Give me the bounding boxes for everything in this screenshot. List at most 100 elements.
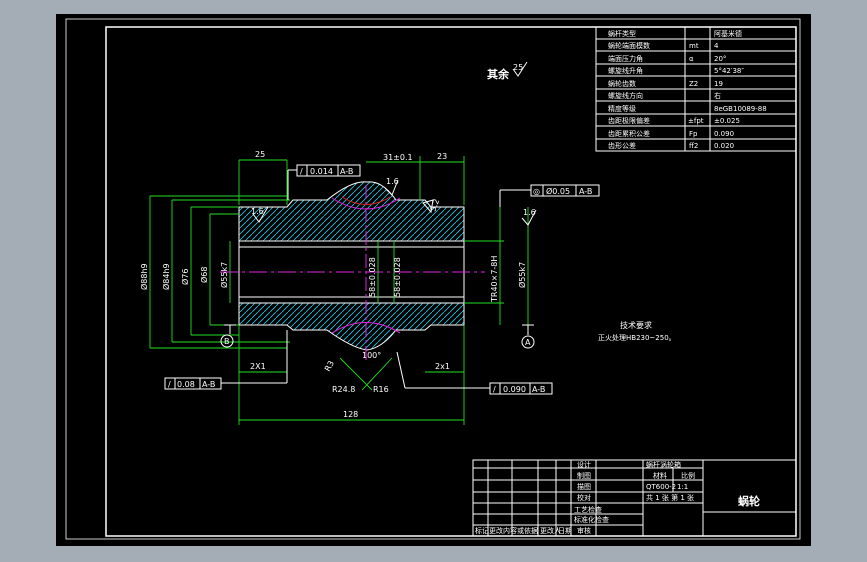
rev-header-1: 更改内容或依据 bbox=[489, 526, 538, 535]
roughness-symbols bbox=[252, 179, 537, 226]
spec-symbol-2: α bbox=[689, 55, 694, 63]
tol-1-datum: A-B bbox=[340, 167, 353, 176]
spec-name-4: 蜗轮齿数 bbox=[608, 79, 636, 88]
dim-dia84: Ø84h9 bbox=[161, 263, 171, 290]
spec-name-2: 端面压力角 bbox=[608, 54, 643, 63]
spec-value-2: 20° bbox=[714, 55, 726, 63]
tol-4-value: 0.090 bbox=[503, 385, 526, 394]
spec-value-6: 8eGB10089-88 bbox=[714, 105, 767, 113]
dim-58: 58±0.028 bbox=[368, 257, 377, 297]
dim-r248: R24.8 bbox=[332, 385, 355, 394]
dim-r16: R16 bbox=[373, 385, 389, 394]
tol-2-symbol: ◎ bbox=[533, 187, 540, 196]
tol-3-datum: A-B bbox=[202, 380, 215, 389]
dim-25: 25 bbox=[255, 150, 265, 159]
roughness-1-6-b: 1.6 bbox=[386, 177, 399, 186]
dim-31: 31±0.1 bbox=[383, 153, 413, 162]
material-label: 材料 bbox=[653, 471, 667, 480]
dim-dia55-left: Ø55k7 bbox=[219, 262, 229, 288]
spec-name-8: 齿距累积公差 bbox=[608, 129, 650, 138]
spec-symbol-7: ±fpt bbox=[688, 117, 704, 125]
dim-128: 128 bbox=[343, 410, 358, 419]
spec-value-8: 0.090 bbox=[714, 130, 734, 138]
dim-2x1-right: 2x1 bbox=[435, 362, 450, 371]
spec-symbol-4: Z2 bbox=[689, 80, 698, 88]
tol-4-datum: A-B bbox=[532, 385, 545, 394]
dim-58-b: 58±0.028 bbox=[393, 257, 402, 297]
spec-value-9: 0.020 bbox=[714, 142, 734, 150]
outer-frame bbox=[65, 18, 801, 540]
spec-value-3: 5°42′38″ bbox=[714, 67, 744, 75]
role-3: 校对 bbox=[577, 493, 591, 502]
inner-frame bbox=[105, 26, 797, 537]
datum-a: A bbox=[521, 324, 535, 349]
spec-name-9: 齿形公差 bbox=[608, 141, 636, 150]
spec-value-4: 19 bbox=[714, 80, 723, 88]
rev-header-2: 更改人 bbox=[540, 526, 561, 535]
spec-name-7: 齿距极限偏差 bbox=[608, 116, 650, 125]
tol-2-value: Ø0.05 bbox=[546, 186, 570, 196]
worm-wheel-section bbox=[220, 181, 485, 360]
spec-symbol-8: Fp bbox=[689, 130, 698, 138]
tol-1-symbol: / bbox=[300, 167, 303, 176]
tech-req-line1: 正火处理HB230~250。 bbox=[598, 333, 676, 342]
role-1: 制图 bbox=[577, 471, 591, 480]
spec-name-5: 螺旋线方向 bbox=[608, 91, 643, 100]
tol-1-value: 0.014 bbox=[310, 167, 333, 176]
datum-a-label: A bbox=[525, 338, 531, 347]
rev-header-0: 标记 bbox=[475, 526, 489, 535]
spec-name-6: 精度等级 bbox=[608, 104, 636, 113]
roughness-1-6-c: 1.6 bbox=[523, 208, 536, 217]
spec-value-5: 右 bbox=[714, 91, 721, 100]
spec-symbol-1: mt bbox=[689, 42, 699, 50]
surface-roughness-note: 其余 25 bbox=[487, 61, 528, 81]
drawing-canvas: 蜗杆类型 阿基米德 蜗轮端面模数 mt 4 端面压力角 α 20° 螺旋线升角 … bbox=[65, 18, 801, 540]
tolerance-frame-4: / 0.090 A-B bbox=[396, 351, 553, 395]
dim-23: 23 bbox=[437, 152, 447, 161]
dim-spline: TR40×7-8H bbox=[490, 256, 499, 303]
role-6: 审核 bbox=[577, 526, 591, 535]
dim-angle-100: 100° bbox=[362, 351, 381, 360]
tol-2-datum: A-B bbox=[579, 187, 592, 196]
spec-name-0: 蜗杆类型 bbox=[608, 29, 636, 38]
roughness-1-6-a: 1.6 bbox=[251, 207, 264, 216]
spec-value-0: 阿基米德 bbox=[714, 29, 742, 38]
dim-dia68: Ø68 bbox=[199, 267, 209, 283]
spec-value-7: ±0.025 bbox=[714, 117, 740, 125]
cad-drawing-viewport[interactable]: 蜗杆类型 阿基米德 蜗轮端面模数 mt 4 端面压力角 α 20° 螺旋线升角 … bbox=[56, 14, 811, 546]
role-5: 标准化检查 bbox=[574, 515, 609, 524]
dim-r3: R3 bbox=[323, 359, 336, 373]
tech-req-title: 技术要求 bbox=[620, 320, 652, 330]
part-name: 蜗轮 bbox=[738, 494, 760, 508]
datum-b: B bbox=[220, 324, 236, 348]
dim-dia55-right: Ø55k7 bbox=[517, 262, 527, 288]
rev-header-3: 日期 bbox=[558, 527, 572, 535]
sheets: 共 1 张 第 1 张 bbox=[646, 493, 694, 502]
tolerance-frame-2: ◎ Ø0.05 A-B bbox=[499, 184, 600, 207]
scale-label: 比例 bbox=[681, 471, 695, 480]
dim-dia88: Ø88h9 bbox=[139, 263, 149, 290]
tol-4-symbol: / bbox=[493, 385, 496, 394]
role-4: 工艺检查 bbox=[574, 505, 602, 514]
role-0: 设计 bbox=[577, 460, 591, 469]
drawing-label: 蜗杆涡轮箱 bbox=[646, 460, 681, 469]
spec-value-1: 4 bbox=[714, 42, 719, 50]
spec-symbol-9: ff2 bbox=[689, 142, 698, 150]
scale-value: 1:1 bbox=[677, 483, 688, 491]
tolerance-frame-1: / 0.014 A-B bbox=[287, 164, 361, 200]
dim-dia76: Ø76 bbox=[180, 269, 190, 285]
tol-3-symbol: / bbox=[168, 380, 171, 389]
spec-name-1: 蜗轮端面模数 bbox=[608, 41, 650, 50]
material-value: QT600-2 bbox=[646, 483, 676, 491]
spec-name-3: 螺旋线升角 bbox=[608, 66, 643, 75]
tol-3-value: 0.08 bbox=[177, 380, 195, 389]
dim-2x1-left: 2X1 bbox=[250, 362, 266, 371]
title-block: 设计 制图 描图 校对 工艺检查 标准化检查 审核 蜗杆涡轮箱 材料 比例 QT… bbox=[472, 459, 797, 537]
role-2: 描图 bbox=[577, 482, 591, 491]
tolerance-frame-3: / 0.08 A-B bbox=[164, 330, 288, 390]
surface-note-value: 25 bbox=[513, 63, 523, 72]
datum-b-label: B bbox=[224, 337, 230, 346]
technical-requirements: 技术要求 正火处理HB230~250。 bbox=[598, 320, 676, 342]
surface-note-label: 其余 bbox=[487, 67, 510, 81]
dimension-text: 25 31±0.1 23 128 2X1 2x1 Ø88h9 Ø84h9 Ø76… bbox=[139, 150, 536, 419]
